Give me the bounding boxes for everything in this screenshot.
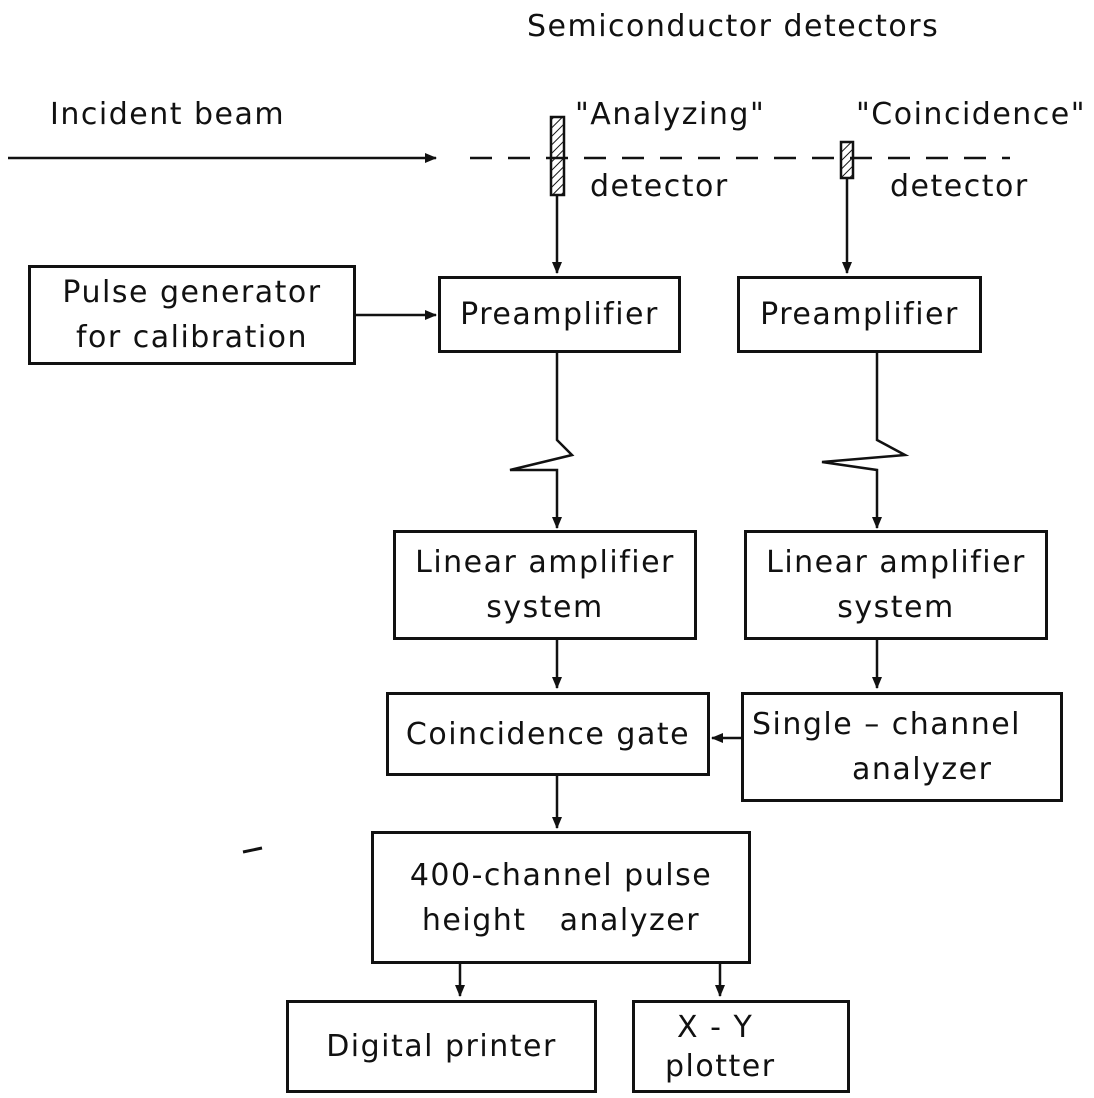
pulse-height-analyzer-box: 400-channel pulse height analyzer	[371, 831, 751, 964]
xy-plotter-box: X - Y plotter	[632, 1000, 850, 1093]
coincidence-detector-label: "Coincidence"	[856, 97, 1087, 132]
single-channel-analyzer-box: Single – channel analyzer	[741, 692, 1063, 802]
incident-beam-label: Incident beam	[50, 97, 286, 132]
single-channel-line2: analyzer	[852, 752, 993, 787]
single-channel-line1: Single – channel	[752, 707, 1022, 742]
analyzing-detector-sublabel: detector	[590, 169, 729, 204]
preamp-to-linear-left	[509, 352, 575, 529]
xy-plotter-line2: plotter	[665, 1048, 776, 1084]
preamplifier-right-box: Preamplifier	[737, 276, 982, 353]
pulse-generator-line1: Pulse generator	[62, 275, 322, 310]
linear-amplifier-right-line1: Linear amplifier	[766, 545, 1026, 580]
preamplifier-left-label: Preamplifier	[460, 297, 659, 332]
preamplifier-right-label: Preamplifier	[760, 297, 959, 332]
xy-plotter-line1: X - Y	[677, 1009, 754, 1045]
coincidence-detector-sublabel: detector	[890, 169, 1029, 204]
pulse-height-line2: height analyzer	[421, 902, 701, 938]
analyzing-detector-label: "Analyzing"	[575, 97, 766, 132]
pulse-generator-box: Pulse generator for calibration	[28, 265, 356, 365]
digital-printer-box: Digital printer	[286, 1000, 597, 1093]
linear-amplifier-left-line2: system	[486, 590, 604, 625]
coincidence-gate-label: Coincidence gate	[405, 716, 691, 752]
linear-amplifier-right-box: Linear amplifier system	[744, 530, 1048, 640]
stray-mark	[242, 846, 263, 854]
coincidence-gate-box: Coincidence gate	[386, 692, 710, 776]
preamplifier-left-box: Preamplifier	[438, 276, 681, 353]
linear-amplifier-left-box: Linear amplifier system	[393, 530, 697, 640]
coincidence-detector-icon	[839, 140, 855, 180]
digital-printer-label: Digital printer	[326, 1029, 557, 1064]
analyzing-detector-icon	[549, 115, 566, 197]
linear-amplifier-right-line2: system	[837, 590, 955, 625]
diagram-title: Semiconductor detectors	[527, 9, 940, 44]
pulse-height-line1: 400-channel pulse	[409, 857, 713, 893]
pulse-generator-line2: for calibration	[75, 320, 309, 355]
linear-amplifier-left-line1: Linear amplifier	[415, 545, 675, 580]
preamp-to-linear-right	[821, 352, 910, 529]
